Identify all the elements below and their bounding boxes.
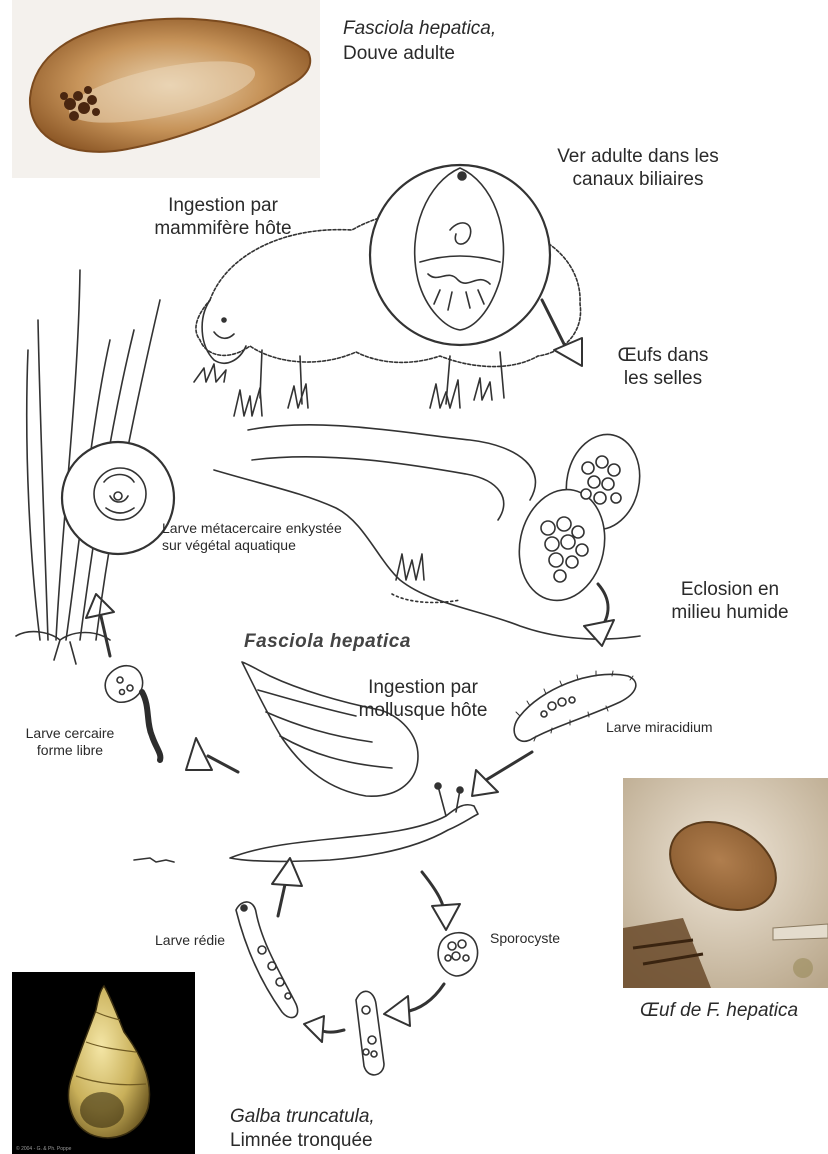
snail-photo: © 2004 - G. & Ph. Poppe [12, 972, 195, 1154]
egg-photo [623, 778, 828, 988]
redia-drawing-lower [356, 991, 384, 1075]
label-snail-common: Limnée tronquée [230, 1130, 373, 1153]
egg-photo-caption: Œuf de F. hepatica [640, 1000, 798, 1023]
label-sporocyst: Sporocyste [490, 930, 560, 947]
label-redia: Larve rédie [155, 932, 225, 949]
cercaria-drawing [105, 666, 142, 703]
redia-drawing-upper [236, 902, 298, 1018]
label-snail-species: Galba truncatula, [230, 1106, 375, 1129]
label-miracidium: Larve miracidium [606, 719, 713, 736]
snail-photo-copyright: © 2004 - G. & Ph. Poppe [16, 1146, 71, 1152]
sporocyst-drawing [438, 933, 477, 976]
diagram-title: Fasciola hepatica [244, 631, 411, 653]
